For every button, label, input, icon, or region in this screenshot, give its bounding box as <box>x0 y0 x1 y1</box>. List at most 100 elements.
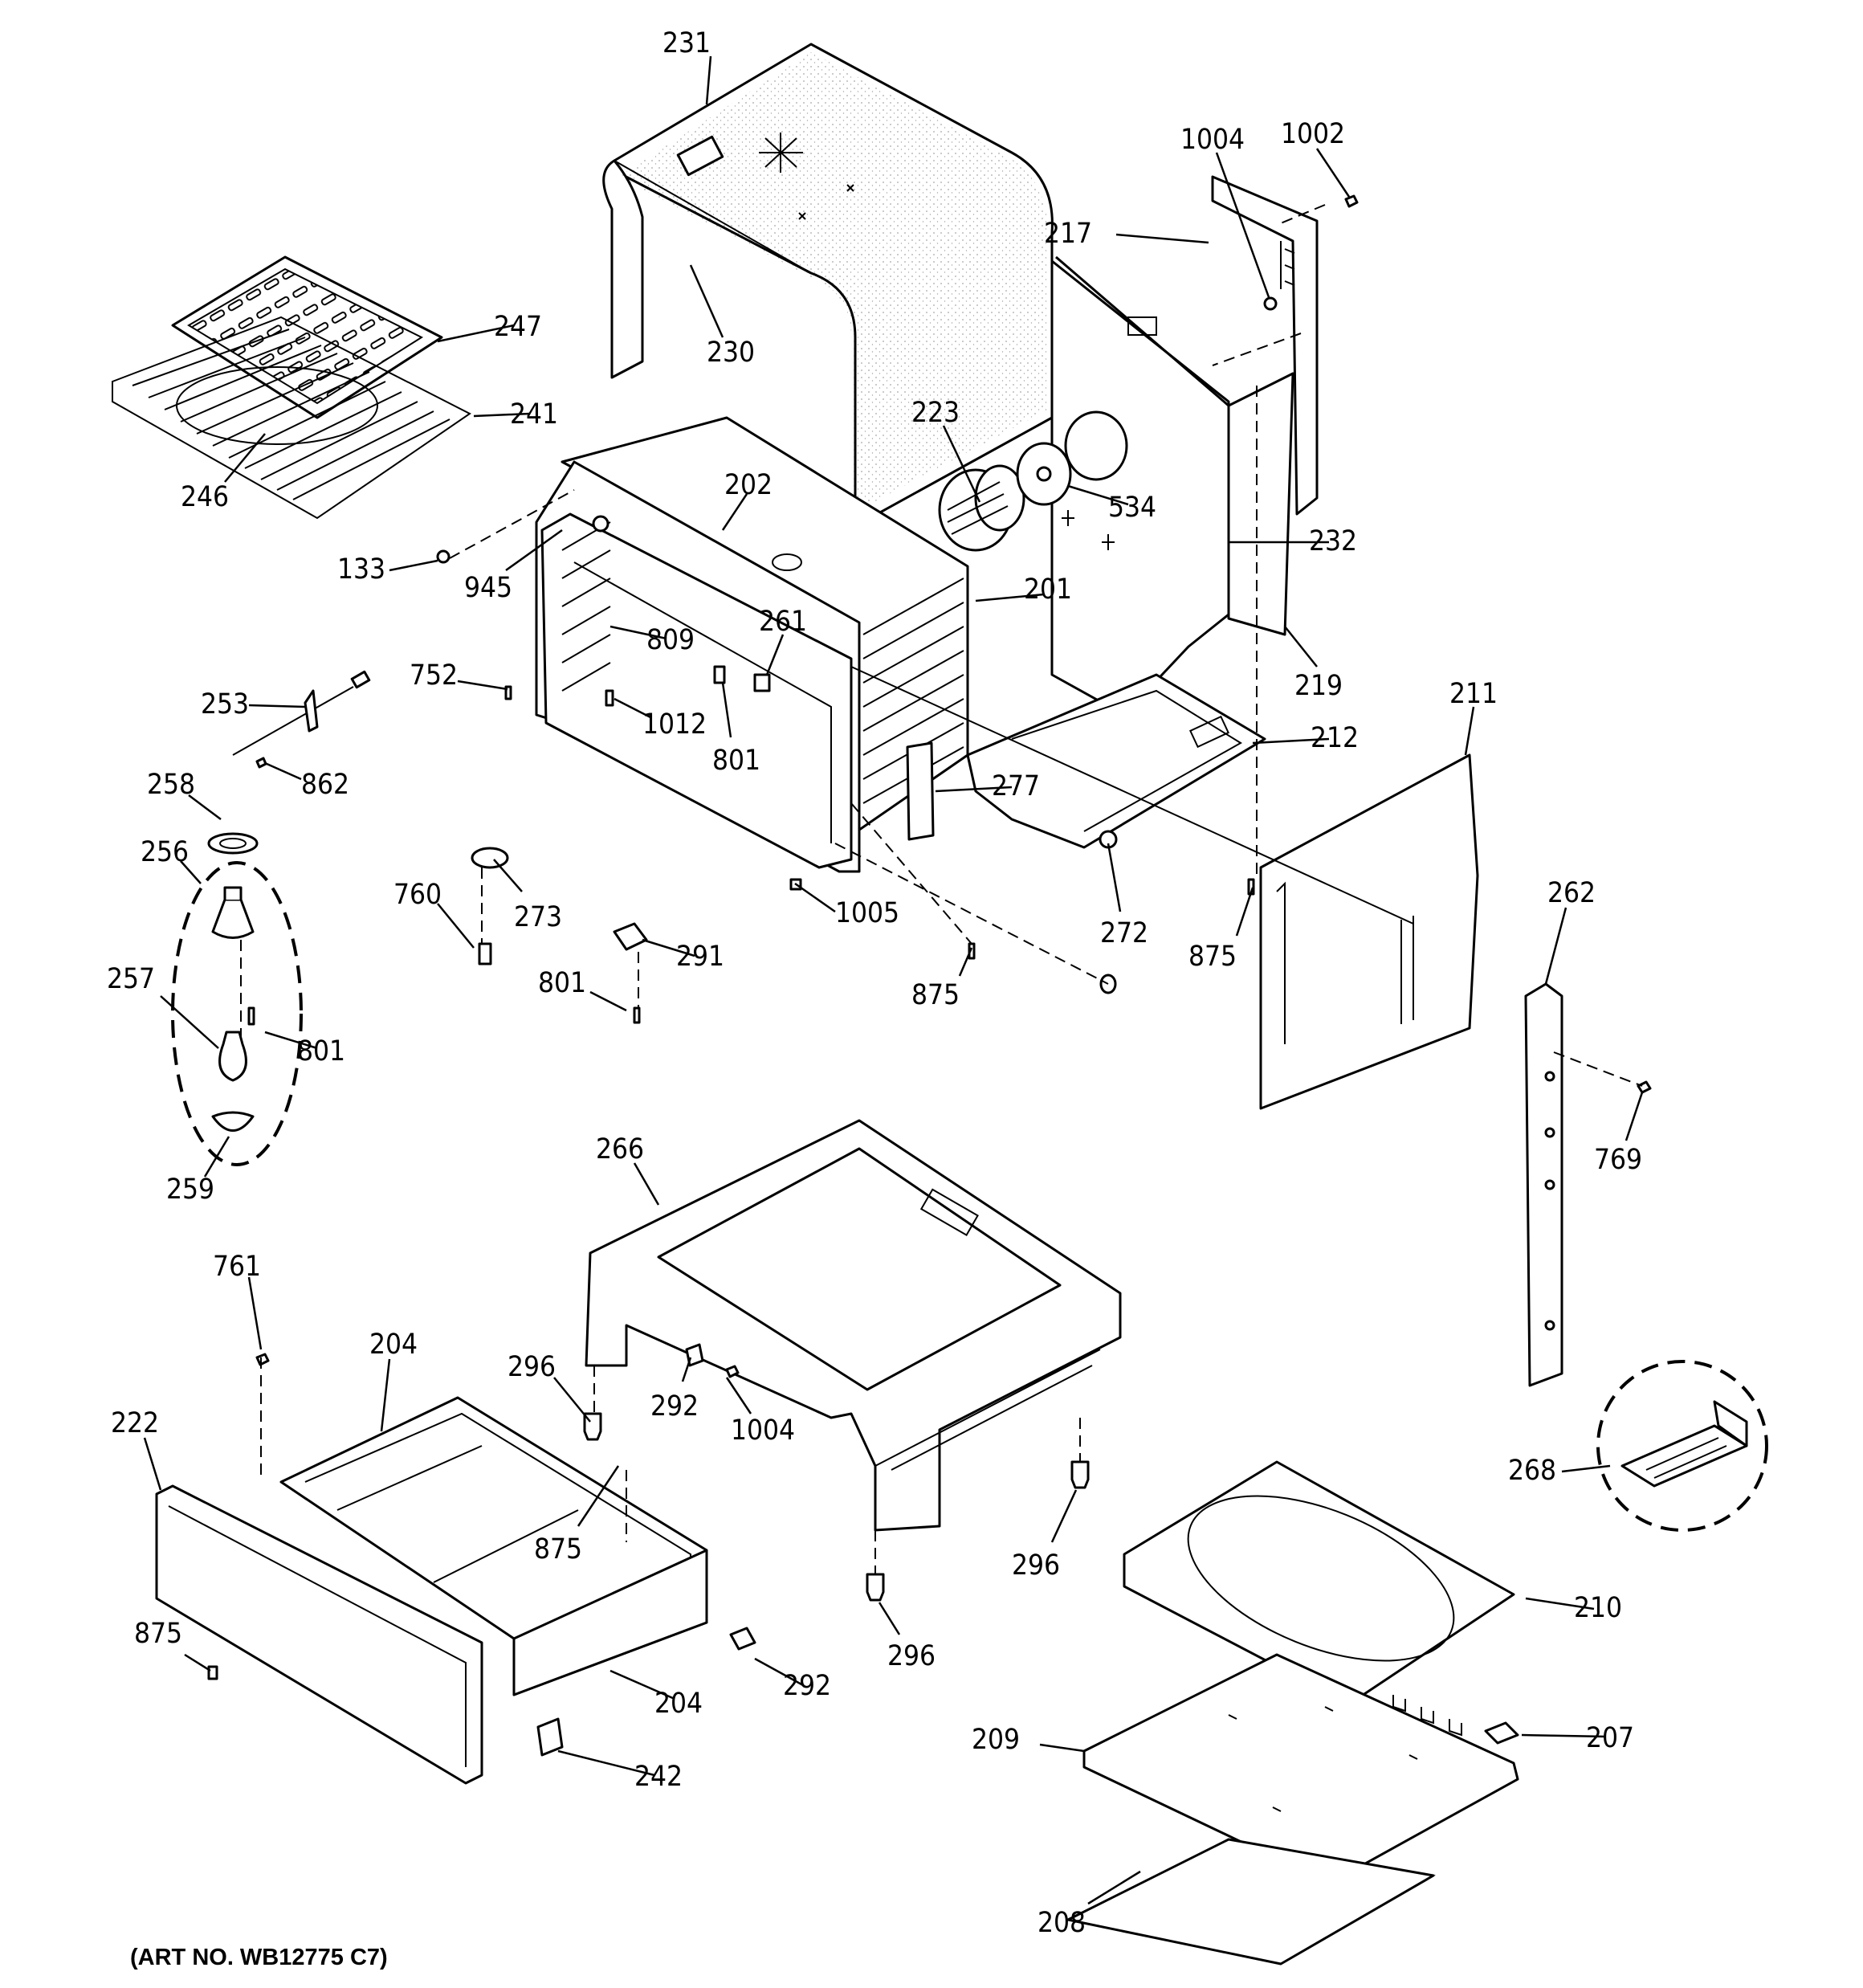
part-number-801: 801 <box>297 1035 345 1067</box>
leader-line-291 <box>642 938 695 957</box>
part-number-801: 801 <box>538 967 586 999</box>
part-number-1012: 1012 <box>642 708 707 741</box>
light-assembly-256 <box>171 832 303 1166</box>
part-number-272: 272 <box>1100 917 1148 949</box>
art-number: (ART NO. WB12775 C7) <box>130 1945 388 1970</box>
leader-line-209 <box>1039 1743 1085 1753</box>
part-number-875: 875 <box>534 1533 582 1565</box>
leader-line-292 <box>754 1657 804 1687</box>
leader-line-231 <box>705 55 712 105</box>
leader-line-210 <box>1525 1597 1595 1610</box>
leader-line-261 <box>765 634 785 676</box>
leader-line-1004 <box>1215 152 1270 298</box>
leader-line-1005 <box>794 882 836 913</box>
part-number-296: 296 <box>508 1351 556 1383</box>
part-number-875: 875 <box>1188 941 1237 973</box>
part-number-875: 875 <box>911 979 960 1011</box>
leader-line-801 <box>589 990 627 1012</box>
part-number-253: 253 <box>201 688 249 720</box>
leader-line-862 <box>264 761 302 781</box>
leader-line-769 <box>1625 1092 1644 1141</box>
leader-line-809 <box>609 625 667 640</box>
convection-fan-223 <box>938 464 1025 552</box>
leader-line-875 <box>1235 887 1254 937</box>
part-number-201: 201 <box>1024 574 1072 606</box>
part-number-268: 268 <box>1508 1455 1556 1487</box>
part-number-262: 262 <box>1547 877 1596 909</box>
part-number-875: 875 <box>134 1618 182 1650</box>
leader-line-760 <box>437 903 475 949</box>
leader-line-259 <box>203 1136 230 1178</box>
leader-line-534 <box>1067 484 1129 506</box>
leader-line-1002 <box>1315 148 1351 198</box>
part-number-292: 292 <box>783 1670 831 1702</box>
leader-line-272 <box>1107 843 1122 912</box>
leader-line-207 <box>1521 1733 1607 1738</box>
part-number-296: 296 <box>1012 1549 1060 1582</box>
strip-262 <box>1524 982 1652 1387</box>
part-number-258: 258 <box>147 769 195 801</box>
leader-line-258 <box>188 794 222 820</box>
leader-line-246 <box>224 433 266 483</box>
leader-line-222 <box>143 1437 162 1491</box>
part-number-219: 219 <box>1294 670 1343 702</box>
part-number-204: 204 <box>369 1329 418 1361</box>
bottom-tray-209 <box>1082 1653 1519 1885</box>
part-number-752: 752 <box>410 659 458 692</box>
leader-line-204 <box>609 1669 675 1700</box>
part-number-769: 769 <box>1594 1144 1642 1176</box>
drawer-stop-242 <box>536 1717 564 1757</box>
part-number-259: 259 <box>166 1174 214 1206</box>
oven-rack-241 <box>112 316 471 520</box>
leader-line-277 <box>935 786 1013 793</box>
leader-line-230 <box>689 264 724 338</box>
leader-line-253 <box>248 704 306 708</box>
leader-line-875 <box>184 1653 211 1672</box>
leader-line-296 <box>553 1377 591 1423</box>
part-number-256: 256 <box>141 836 189 868</box>
part-number-761: 761 <box>213 1251 261 1283</box>
leader-line-211 <box>1464 706 1475 756</box>
leader-line-204 <box>380 1358 391 1432</box>
bracket-207 <box>1484 1721 1519 1745</box>
part-number-1004: 1004 <box>731 1414 795 1447</box>
leader-line-1012 <box>614 697 651 719</box>
rear-panel-211 <box>1259 753 1479 1110</box>
part-number-210: 210 <box>1574 1592 1622 1624</box>
part-number-231: 231 <box>662 27 711 59</box>
part-number-801: 801 <box>712 745 760 777</box>
temp-sensor-253 <box>232 670 371 769</box>
part-number-223: 223 <box>911 397 960 429</box>
part-number-277: 277 <box>992 770 1040 802</box>
part-number-261: 261 <box>759 606 807 638</box>
part-number-241: 241 <box>510 398 558 431</box>
leader-line-752 <box>457 680 508 691</box>
part-number-208: 208 <box>1037 1907 1086 1939</box>
part-number-207: 207 <box>1586 1722 1634 1754</box>
leader-line-133 <box>389 559 438 572</box>
leader-line-801 <box>264 1031 318 1050</box>
leader-line-1004 <box>725 1377 752 1414</box>
leader-line-242 <box>557 1749 655 1777</box>
part-number-862: 862 <box>301 769 349 801</box>
part-number-212: 212 <box>1311 722 1359 754</box>
part-number-1005: 1005 <box>835 897 899 929</box>
small-hardware <box>471 665 1255 1024</box>
part-number-133: 133 <box>337 553 385 586</box>
leader-line-241 <box>473 412 531 418</box>
insulation-208 <box>1065 1838 1436 1966</box>
part-number-217: 217 <box>1044 218 1092 250</box>
detail-268 <box>1596 1360 1768 1532</box>
part-number-246: 246 <box>181 481 229 513</box>
part-number-1002: 1002 <box>1281 118 1345 150</box>
leader-line-296 <box>1050 1489 1078 1543</box>
oven-back-panel-232 <box>1050 255 1294 716</box>
leader-line-202 <box>721 493 748 531</box>
part-number-257: 257 <box>107 963 155 995</box>
part-number-1004: 1004 <box>1180 124 1245 156</box>
outer-wrapper-231 <box>602 43 1054 528</box>
leader-line-212 <box>1252 737 1330 745</box>
part-number-209: 209 <box>972 1724 1020 1756</box>
vent-bracket-217 <box>1211 175 1359 516</box>
leader-line-875 <box>958 947 973 977</box>
